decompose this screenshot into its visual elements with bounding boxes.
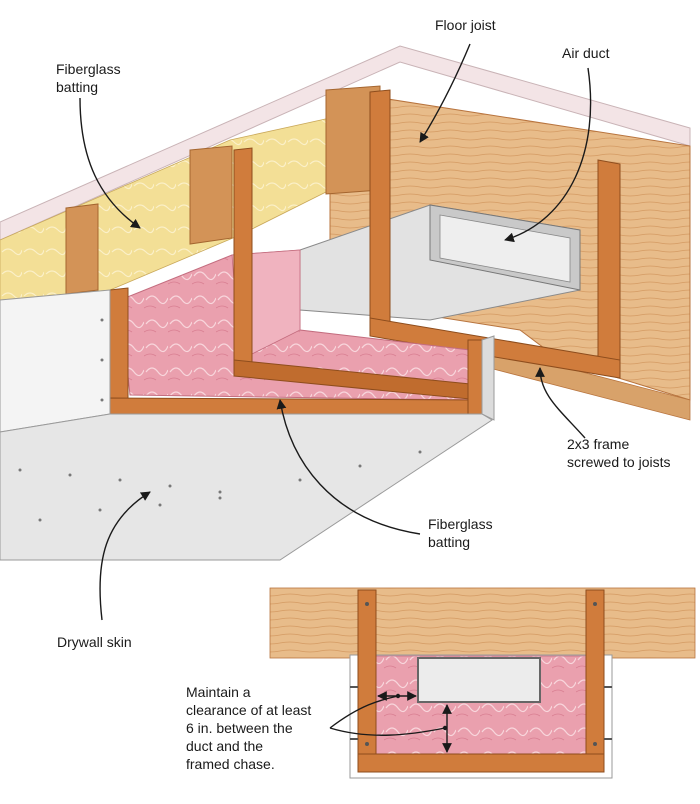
section-screws bbox=[350, 602, 612, 746]
label-clearance-line2: clearance of at least bbox=[186, 702, 312, 718]
section-frame-bottom bbox=[357, 753, 605, 773]
leader-lines bbox=[79, 43, 592, 736]
rear-frame-right-post bbox=[597, 159, 621, 371]
front-frame-right-post bbox=[467, 339, 483, 415]
floor-joist-far-left bbox=[65, 203, 99, 295]
leader-air-duct bbox=[504, 67, 592, 243]
drywall-screws bbox=[18, 318, 422, 522]
leader-clearance-b bbox=[329, 727, 446, 736]
front-frame-bottom bbox=[109, 397, 481, 415]
label-air-duct: Air duct bbox=[562, 45, 610, 61]
leader-fiberglass-top bbox=[79, 97, 141, 229]
label-clearance-line4: duct and the bbox=[186, 738, 264, 754]
label-clearance-line5: framed chase. bbox=[186, 756, 275, 772]
leader-frame bbox=[535, 367, 586, 439]
label-fiberglass-mid-line1: Fiberglass bbox=[428, 516, 493, 532]
label-clearance-line1: Maintain a bbox=[186, 684, 251, 700]
label-fiberglass-mid-line2: batting bbox=[428, 534, 471, 550]
front-frame-mid-post bbox=[233, 147, 253, 377]
leader-floor-joist bbox=[419, 43, 471, 143]
leader-fiberglass-mid bbox=[276, 399, 421, 535]
rear-frame-bottom bbox=[369, 317, 621, 379]
leader-drywall bbox=[99, 491, 151, 621]
label-frame-line2: screwed to joists bbox=[567, 454, 671, 470]
drywall-bottom bbox=[0, 413, 493, 561]
drywall-right-edge bbox=[481, 335, 495, 421]
label-fiberglass-top-line2: batting bbox=[56, 79, 99, 95]
label-frame-line1: 2x3 frame bbox=[567, 436, 630, 452]
leader-clearance-a bbox=[329, 695, 399, 729]
section-joist bbox=[269, 587, 696, 659]
label-drywall-skin: Drywall skin bbox=[57, 634, 132, 650]
label-clearance-line3: 6 in. between the bbox=[186, 720, 293, 736]
drywall-left-face bbox=[0, 289, 111, 433]
label-fiberglass-top-line1: Fiberglass bbox=[56, 61, 121, 77]
label-floor-joist: Floor joist bbox=[435, 17, 496, 33]
leader-dot-b bbox=[442, 725, 448, 731]
floor-joist-left-end bbox=[189, 145, 233, 245]
rear-frame-left-post bbox=[369, 89, 391, 331]
front-frame-left-post bbox=[109, 287, 129, 409]
section-duct bbox=[417, 657, 541, 703]
leader-dot-a bbox=[395, 693, 401, 699]
